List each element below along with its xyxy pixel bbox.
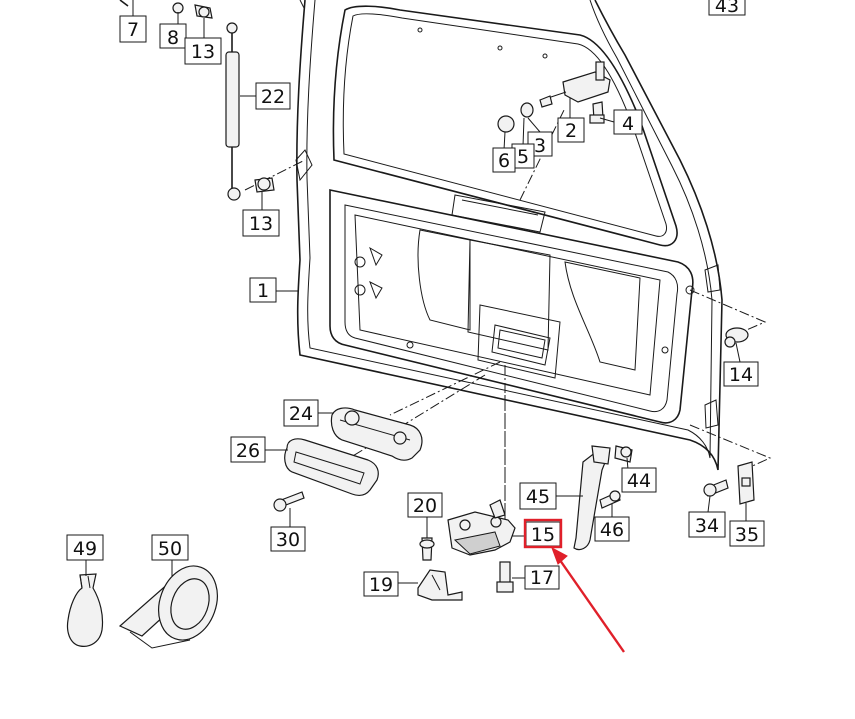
label-13-mid: 13	[249, 213, 273, 235]
bag-49	[66, 573, 104, 647]
tailgate-panel	[295, 0, 723, 471]
callout-26: 26	[230, 436, 266, 463]
label-49: 49	[73, 538, 97, 560]
callouts: 7 8 13 43 22 2 4 3 5 6 13 1 14 24 26 44 …	[66, 0, 765, 597]
label-8: 8	[167, 27, 179, 49]
label-13-top: 13	[191, 41, 215, 63]
label-1: 1	[257, 280, 269, 302]
callout-46: 46	[594, 516, 630, 542]
handle-24	[330, 407, 423, 461]
label-19: 19	[369, 574, 393, 596]
screw-20	[419, 537, 435, 561]
callout-4: 4	[613, 109, 643, 135]
label-46: 46	[600, 519, 624, 541]
bolt-17	[496, 561, 514, 593]
callout-22: 22	[255, 82, 291, 110]
top-bolts	[119, 0, 213, 19]
callout-5: 5	[511, 143, 535, 169]
label-14: 14	[729, 364, 753, 386]
callout-49: 49	[66, 534, 104, 561]
clip-14	[724, 327, 749, 348]
label-24: 24	[289, 403, 313, 425]
callout-3: 3	[527, 131, 553, 157]
label-2: 2	[565, 120, 577, 142]
label-26: 26	[236, 440, 260, 462]
seal-26	[284, 438, 379, 496]
label-50: 50	[158, 538, 182, 560]
label-7: 7	[127, 19, 139, 41]
callout-19: 19	[363, 571, 399, 597]
label-5: 5	[517, 146, 529, 168]
label-20: 20	[413, 495, 437, 517]
highlight-15	[523, 518, 625, 653]
callout-45: 45	[519, 482, 557, 510]
highlight-box	[523, 518, 563, 549]
label-6: 6	[498, 150, 510, 172]
label-15: 15	[531, 524, 555, 546]
callout-1: 1	[249, 277, 277, 303]
callout-15: 15	[525, 521, 561, 547]
label-35: 35	[735, 524, 759, 546]
callout-43: 43	[708, 0, 746, 17]
label-34: 34	[695, 515, 719, 537]
hinge-assembly	[497, 61, 611, 133]
highlight-arrow-head	[551, 546, 568, 565]
callout-44: 44	[621, 467, 657, 493]
mid-bolt	[254, 177, 275, 193]
tape-roll-50	[118, 565, 218, 649]
callout-50: 50	[151, 534, 189, 561]
label-3: 3	[534, 135, 546, 157]
callout-8: 8	[159, 23, 187, 49]
callout-17: 17	[524, 565, 560, 590]
label-22: 22	[261, 86, 285, 108]
callout-6: 6	[492, 147, 516, 173]
callout-34: 34	[688, 511, 726, 538]
callout-2: 2	[557, 117, 585, 143]
label-4: 4	[622, 113, 634, 135]
parts-34-35	[703, 461, 755, 505]
callout-13-top: 13	[184, 37, 222, 65]
strap-45	[573, 445, 633, 551]
label-43: 43	[715, 0, 739, 17]
screw-30	[273, 491, 305, 512]
label-30: 30	[276, 529, 300, 551]
callout-13-mid: 13	[242, 209, 280, 237]
gas-strut	[225, 22, 241, 201]
callout-35: 35	[729, 520, 765, 547]
label-45: 45	[526, 486, 550, 508]
callout-30: 30	[270, 526, 306, 552]
callout-7: 7	[119, 15, 147, 43]
label-17: 17	[530, 567, 554, 589]
callout-14: 14	[723, 361, 759, 387]
striker-19	[417, 569, 463, 601]
label-44: 44	[627, 470, 651, 492]
callout-24: 24	[283, 399, 319, 427]
highlight-arrow-line	[554, 552, 625, 653]
callout-20: 20	[407, 492, 443, 518]
lock-15	[447, 499, 516, 556]
